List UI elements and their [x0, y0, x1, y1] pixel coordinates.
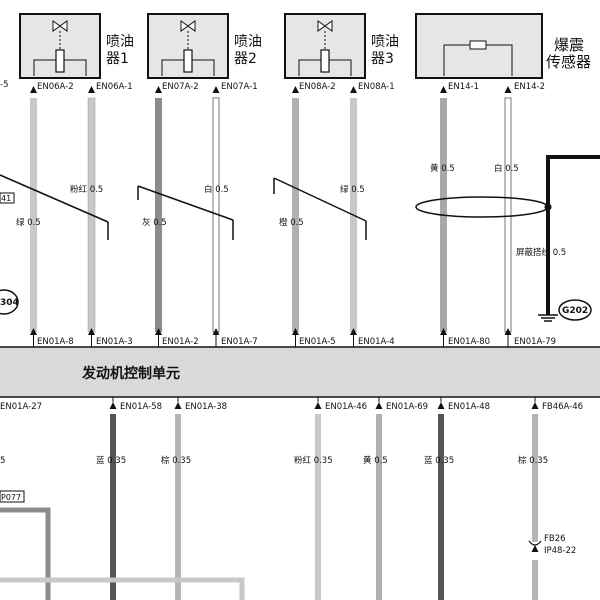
- ip-connector-label: IP48-22: [544, 546, 576, 556]
- knock-sensor-name-line2: 传感器: [546, 53, 591, 71]
- pin-inj2-a: EN07A-2: [162, 82, 199, 92]
- wire-lower-4: [376, 414, 382, 600]
- ecu-title: 发动机控制单元: [81, 365, 180, 382]
- injector-3-name-line2: 器3: [371, 51, 394, 67]
- pin-arrow-icon: [109, 402, 539, 409]
- wire-ks-b: [504, 97, 512, 333]
- pin-ks-b: EN14-2: [514, 82, 545, 92]
- ecu-block: [0, 346, 600, 398]
- ecu-pin-bottom-3: EN01A-38: [185, 402, 227, 412]
- knock-sensor: 爆震 传感器: [415, 13, 591, 79]
- injector-1-name-line1: 喷油: [106, 34, 134, 50]
- wire-label-inj2-b: 白 0.5: [204, 184, 229, 195]
- ecu-pin-bottom-1: EN01A-27: [0, 402, 42, 412]
- injector-2-name-line1: 喷油: [234, 34, 262, 50]
- wire-lower-5: [438, 414, 444, 600]
- pin-inj1-b: EN06A-1: [96, 82, 133, 92]
- wire-lower-3: [315, 414, 321, 600]
- injector-valve-icon: [33, 20, 87, 76]
- wire-inj3-a: [292, 98, 299, 332]
- injector-1: 喷油 器1: [19, 13, 134, 79]
- ecu-pin-top-1: EN01A-8: [37, 337, 74, 347]
- wire-label-lower-1: 蓝 0.35: [96, 455, 126, 466]
- shield-ellipse: [415, 196, 549, 218]
- ground-symbol-icon: [538, 314, 558, 322]
- ecu-pin-top-8: EN01A-79: [514, 337, 556, 347]
- ecu-pin-top-4: EN01A-7: [221, 337, 258, 347]
- injector-3-name-line1: 喷油: [371, 34, 399, 50]
- wire-label-lower-2: 棕 0.35: [161, 455, 191, 466]
- pin-arrow-icon: [30, 328, 512, 335]
- wire-left-route-2: [0, 577, 245, 600]
- injector-1-name-line2: 器1: [106, 51, 129, 67]
- knock-sensor-name-line1: 爆震: [554, 36, 584, 54]
- wire-label-lower-4: 黄 0.5: [363, 455, 388, 466]
- wire-label-inj3-b: 绿 0.5: [340, 184, 365, 195]
- wire-label-ks-b: 白 0.5: [494, 163, 519, 174]
- left-partial-connector: 41: [1, 194, 11, 203]
- pin-inj3-a: EN08A-2: [299, 82, 336, 92]
- wire-lower-6: [532, 414, 538, 542]
- splice-line-1: [0, 174, 109, 223]
- left-partial-ground-label: 304: [0, 298, 19, 308]
- wire-label-inj1-a: 绿 0.5: [16, 217, 41, 228]
- wire-label-lower-6: 棕 0.35: [518, 455, 548, 466]
- injector-3: 喷油 器3: [284, 13, 399, 79]
- wire-label-inj1-b: 粉红 0.5: [70, 184, 103, 195]
- wire-label-lower-left: 5: [0, 456, 5, 466]
- ecu-pin-top-3: EN01A-2: [162, 337, 199, 347]
- ecu-pin-top-5: EN01A-5: [299, 337, 336, 347]
- fb-connector-label: FB26: [544, 534, 566, 544]
- injector-2: 喷油 器2: [147, 13, 262, 79]
- splice-line-3: [273, 177, 367, 222]
- ecu-pin-top-6: EN01A-4: [358, 337, 395, 347]
- wire-lower-2: [175, 414, 181, 600]
- wire-inj1-a: [30, 98, 37, 332]
- ground-point-label: G202: [562, 306, 588, 316]
- left-lower-connector-label: P077: [1, 493, 21, 502]
- wire-label-inj2-a: 灰 0.5: [142, 217, 167, 228]
- left-partial-pin: -5: [0, 80, 8, 90]
- ecu-pin-bottom-7: FB46A-46: [542, 402, 583, 412]
- ground-point-badge: [558, 299, 592, 321]
- wire-lower-1: [110, 414, 116, 600]
- pin-inj1-a: EN06A-2: [37, 82, 74, 92]
- wire-label-ks-a: 黄 0.5: [430, 163, 455, 174]
- component-pins: EN06A-2 EN06A-1 EN07A-2 EN07A-1 EN08A-2 …: [30, 82, 545, 93]
- ecu-pin-bottom-6: EN01A-48: [448, 402, 490, 412]
- injector-2-name-line2: 器2: [234, 51, 257, 67]
- splice-line-2: [137, 185, 234, 221]
- pin-inj2-b: EN07A-1: [221, 82, 258, 92]
- ecu-pin-top-2: EN01A-3: [96, 337, 133, 347]
- ecu-pin-bottom-5: EN01A-69: [386, 402, 428, 412]
- knock-sensor-element-icon: [443, 40, 513, 76]
- pin-inj3-b: EN08A-1: [358, 82, 395, 92]
- wire-left-route-1: [0, 507, 51, 600]
- pin-arrow-icon: [30, 86, 512, 93]
- connector-break-icon: [528, 540, 542, 552]
- injector-valve-icon: [161, 20, 215, 76]
- injector-valve-icon: [298, 20, 352, 76]
- wire-label-lower-5: 蓝 0.35: [424, 455, 454, 466]
- pin-ks-a: EN14-1: [448, 82, 479, 92]
- ecu-pin-bottom-2: EN01A-58: [120, 402, 162, 412]
- lower-wires: FB26 IP48-22 P077: [0, 414, 576, 600]
- wire-label-lower-3: 粉红 0.35: [294, 455, 333, 466]
- ecu-top-pins: EN01A-8 EN01A-3 EN01A-2 EN01A-7 EN01A-5 …: [30, 328, 556, 347]
- wire-label-shield: 屏蔽搭线 0.5: [516, 247, 566, 258]
- wire-label-inj3-a: 橙 0.5: [279, 217, 304, 228]
- ecu-pin-top-7: EN01A-80: [448, 337, 490, 347]
- ecu-pin-bottom-4: EN01A-46: [325, 402, 367, 412]
- upper-wires: 41 G202 304: [0, 97, 600, 333]
- ecu-bottom-pins: EN01A-27 EN01A-58 EN01A-38 EN01A-46 EN01…: [0, 397, 583, 412]
- wire-inj2-a: [155, 98, 162, 332]
- shield-ground-wire: [546, 155, 600, 315]
